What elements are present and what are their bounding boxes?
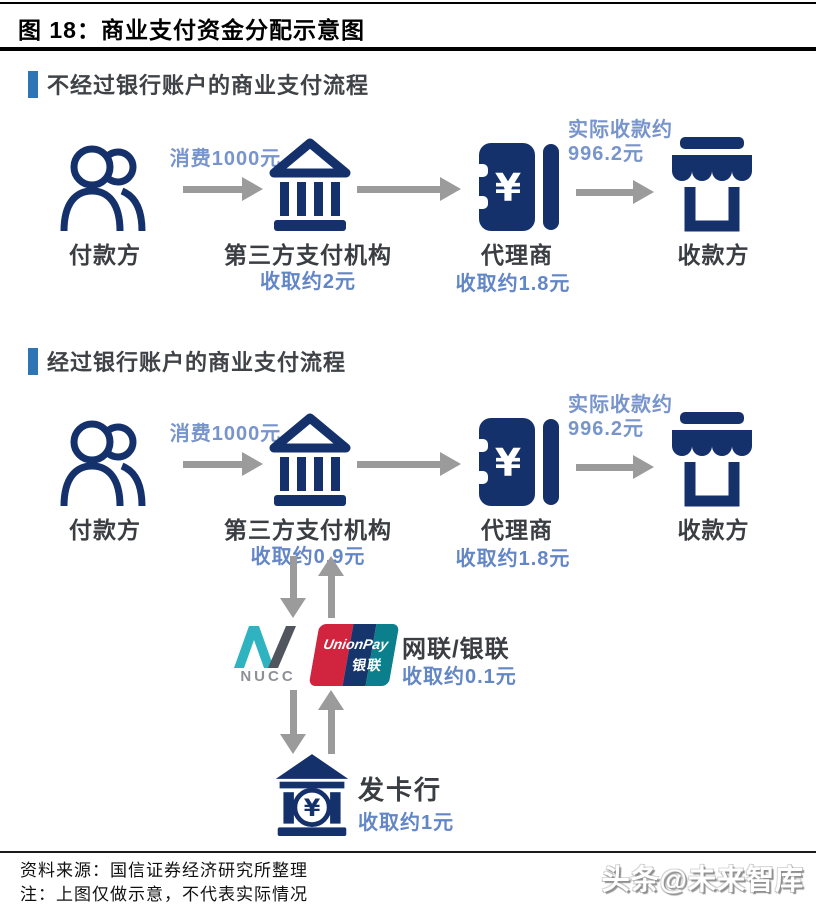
received-line2: 996.2元: [568, 143, 645, 165]
third-party-bank-icon: [269, 138, 351, 231]
svg-text:¥: ¥: [495, 441, 521, 485]
payee-store-icon: [672, 137, 752, 232]
nucc-logo-icon: [234, 626, 296, 668]
payee-store-icon: [672, 412, 752, 507]
footer-rule: [0, 851, 816, 853]
consume-amount: 消费1000元: [169, 148, 282, 170]
svg-text:¥: ¥: [495, 166, 521, 210]
processor-fee: 收取约0.9元: [250, 546, 366, 568]
section-heading-bank: 经过银行账户的商业支付流程: [28, 347, 346, 375]
unionpay-en-text: UnionPay: [322, 636, 390, 652]
payer-people-icon: [60, 420, 146, 507]
payer-people-icon: [60, 145, 146, 232]
received-amount: 实际收款约 996.2元: [568, 118, 738, 166]
arrow-agent-to-payee: [576, 180, 654, 204]
received-line2: 996.2元: [568, 418, 645, 440]
title-rule: [0, 47, 816, 51]
issuer-fee: 收取约1元: [358, 812, 455, 834]
watermark-text: 头条@未来智库: [601, 864, 804, 895]
arrow-payer-to-processor: [183, 452, 263, 476]
payer-label: 付款方: [69, 517, 141, 543]
issuer-label: 发卡行: [358, 775, 443, 805]
issuer-bank-icon: ¥: [275, 754, 349, 836]
arrow-payer-to-processor: [183, 177, 263, 201]
flow-row-bank: 付款方 消费1000元 第三方支付机构 收取约0.9元 ¥ 代理商 收取约1.8…: [0, 390, 816, 575]
nucc-caption: NUCC: [240, 668, 296, 685]
arrow-processor-to-clearing: [280, 556, 306, 618]
section-heading-text: 不经过银行账户的商业支付流程: [47, 73, 370, 98]
figure-title: 图 18：商业支付资金分配示意图: [18, 17, 365, 43]
third-party-bank-icon: [269, 413, 351, 506]
received-amount: 实际收款约 996.2元: [568, 393, 738, 441]
arrow-clearing-to-processor: [318, 556, 344, 618]
svg-text:¥: ¥: [304, 794, 321, 822]
unionpay-cn-text: 银联: [350, 657, 384, 673]
clearing-fee: 收取约0.1元: [402, 666, 517, 688]
processor-label: 第三方支付机构: [224, 242, 392, 268]
processor-fee: 收取约2元: [259, 271, 357, 293]
payee-label: 收款方: [677, 517, 750, 543]
clearing-label: 网联/银联: [402, 636, 510, 663]
arrow-processor-to-agent: [357, 177, 461, 201]
agent-wallet-icon: ¥: [477, 143, 559, 231]
arrow-processor-to-agent: [357, 452, 461, 476]
section-bar: [28, 70, 38, 98]
received-line1: 实际收款约: [568, 394, 673, 416]
note-text: 注：上图仅做示意，不代表实际情况: [20, 885, 308, 904]
arrow-agent-to-payee: [576, 455, 654, 479]
agent-label: 代理商: [481, 517, 553, 543]
section-heading-text: 经过银行账户的商业支付流程: [47, 350, 347, 375]
source-text: 资料来源：国信证券经济研究所整理: [20, 861, 308, 880]
top-rule: [0, 2, 816, 4]
arrow-issuer-to-clearing: [318, 690, 344, 754]
received-line1: 实际收款约: [568, 119, 673, 141]
agent-fee: 收取约1.8元: [455, 548, 571, 570]
payer-label: 付款方: [69, 242, 141, 268]
processor-label: 第三方支付机构: [224, 517, 392, 543]
payee-label: 收款方: [677, 242, 750, 268]
unionpay-logo-icon: UnionPay 银联: [308, 624, 400, 686]
section-bar: [28, 347, 38, 375]
consume-amount: 消费1000元: [169, 423, 282, 445]
agent-fee: 收取约1.8元: [455, 273, 571, 295]
arrow-clearing-to-issuer: [280, 690, 306, 754]
agent-wallet-icon: ¥: [477, 418, 559, 506]
section-heading-no-bank: 不经过银行账户的商业支付流程: [28, 70, 369, 98]
agent-label: 代理商: [481, 242, 553, 268]
flow-row-no-bank: 付款方 消费1000元 第三方支付机构 收取约2元 ¥ 代理商 收取约1.8元 …: [0, 115, 816, 300]
